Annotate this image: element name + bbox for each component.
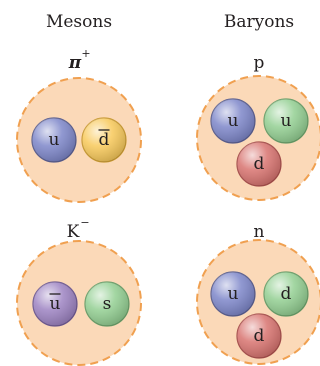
quark-d: d <box>237 314 281 358</box>
svg-text:d: d <box>254 326 265 346</box>
svg-text:d: d <box>254 154 265 174</box>
svg-text:u: u <box>50 294 61 314</box>
k-minus-meson: K − u s <box>17 216 141 365</box>
svg-text:u: u <box>49 130 60 150</box>
svg-text:s: s <box>103 294 112 314</box>
proton-baryon: p u u d <box>197 53 320 200</box>
k-minus-label: K <box>67 222 80 242</box>
quark-u: u <box>211 99 255 143</box>
quark-u: u <box>32 118 76 162</box>
quark-u: u <box>211 272 255 316</box>
neutron-baryon: n u d d <box>197 222 320 364</box>
pi-plus-charge: + <box>81 47 90 60</box>
svg-text:d: d <box>99 130 110 150</box>
k-minus-charge: − <box>80 216 89 229</box>
quark-u-bar: u <box>33 282 77 326</box>
quark-u: u <box>264 99 308 143</box>
svg-text:u: u <box>228 284 239 304</box>
pi-plus-meson: π + u d <box>17 47 141 202</box>
quark-d-bar: d <box>82 118 126 162</box>
quark-s: s <box>85 282 129 326</box>
svg-text:u: u <box>281 111 292 131</box>
svg-text:u: u <box>228 111 239 131</box>
quark-d: d <box>237 142 281 186</box>
neutron-label: n <box>254 222 265 242</box>
proton-label: p <box>254 53 265 73</box>
svg-text:d: d <box>281 284 292 304</box>
baryons-header: Baryons <box>224 12 294 32</box>
mesons-header: Mesons <box>46 12 112 32</box>
quark-d: d <box>264 272 308 316</box>
pi-plus-label: π <box>68 53 82 73</box>
